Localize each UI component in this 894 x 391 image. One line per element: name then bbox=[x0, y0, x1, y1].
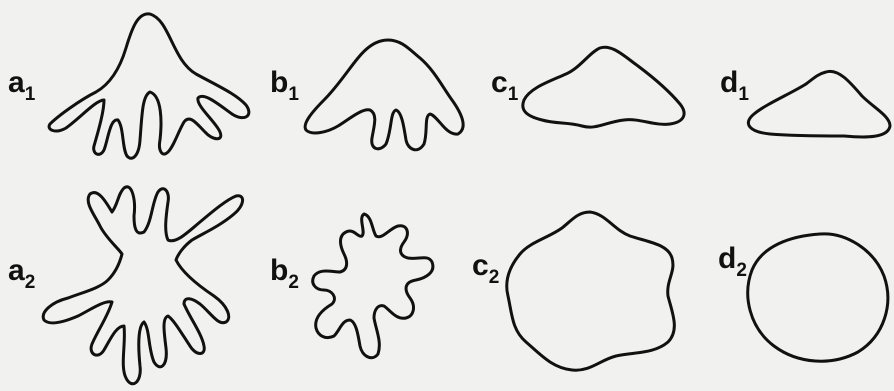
label-a1: a1 bbox=[8, 66, 36, 105]
label-d2: d2 bbox=[718, 242, 747, 281]
label-b1-index: 1 bbox=[288, 84, 299, 105]
label-c2: c2 bbox=[472, 249, 499, 288]
label-d2-index: 2 bbox=[736, 260, 747, 281]
shape-d2 bbox=[748, 234, 888, 361]
label-b1-letter: b bbox=[270, 66, 288, 99]
label-a2-letter: a bbox=[8, 254, 25, 287]
label-a1-letter: a bbox=[8, 66, 25, 99]
shape-b1 bbox=[305, 40, 463, 150]
label-c2-letter: c bbox=[472, 249, 489, 282]
label-c2-index: 2 bbox=[489, 267, 500, 288]
shape-b2 bbox=[313, 214, 433, 358]
label-c1-letter: c bbox=[491, 66, 508, 99]
label-a2: a2 bbox=[8, 254, 35, 293]
label-c1-index: 1 bbox=[508, 84, 519, 105]
label-d1-index: 1 bbox=[738, 84, 749, 105]
label-d1-letter: d bbox=[720, 66, 738, 99]
shape-c1 bbox=[523, 47, 684, 127]
shape-c2 bbox=[507, 212, 675, 370]
shape-a2 bbox=[43, 187, 242, 384]
label-b2-index: 2 bbox=[288, 272, 299, 293]
label-d1: d1 bbox=[720, 66, 749, 105]
label-b2: b2 bbox=[270, 254, 299, 293]
shape-a1 bbox=[49, 14, 249, 158]
label-a1-index: 1 bbox=[25, 84, 36, 105]
label-b2-letter: b bbox=[270, 254, 288, 287]
shape-d1 bbox=[748, 71, 890, 137]
label-c1: c1 bbox=[491, 66, 519, 105]
label-b1: b1 bbox=[270, 66, 299, 105]
label-d2-letter: d bbox=[718, 242, 736, 275]
label-a2-index: 2 bbox=[25, 272, 36, 293]
